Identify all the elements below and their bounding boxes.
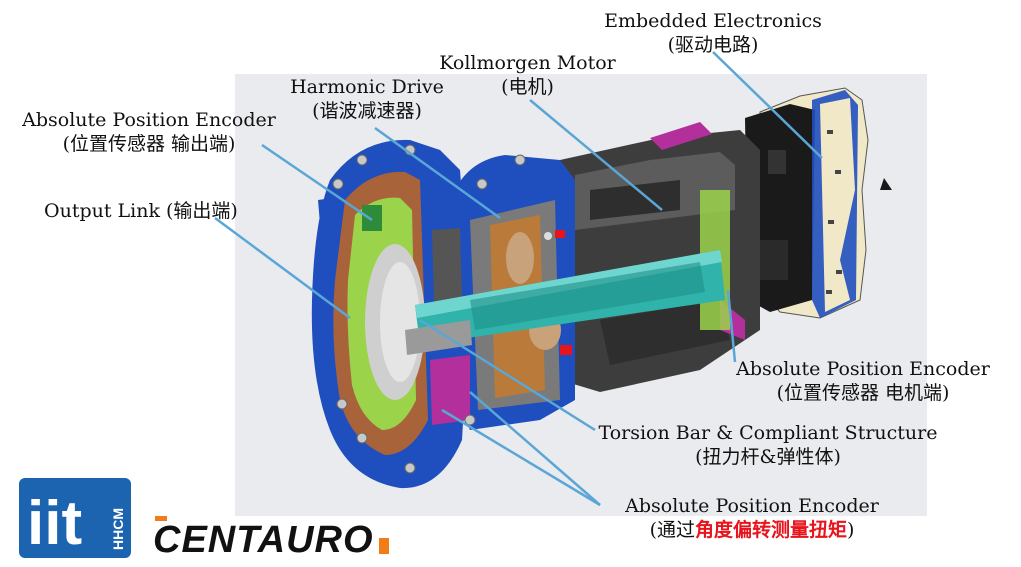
iit-logo: iit HHCM [19, 478, 131, 558]
label-cn: (电机) [501, 76, 554, 98]
motor-housing [560, 122, 760, 392]
iit-logo-sub: HHCM [110, 508, 126, 550]
label-cn-highlight: 角度偏转测量扭矩 [694, 519, 847, 541]
label-harmonic-drive: Harmonic Drive (谐波减速器) [282, 75, 452, 123]
label-torsion-bar: Torsion Bar & Compliant Structure (扭力杆&弹… [594, 421, 942, 469]
label-encoder-torque: Absolute Position Encoder (通过角度偏转测量扭矩) [610, 494, 894, 542]
label-en: Kollmorgen Motor [439, 52, 616, 74]
label-en: Absolute Position Encoder [22, 109, 276, 131]
label-cn: (驱动电路) [667, 34, 759, 56]
label-en: Embedded Electronics [604, 10, 822, 32]
label-en: Torsion Bar & Compliant Structure [598, 422, 938, 444]
label-cn: (通过角度偏转测量扭矩) [610, 518, 894, 542]
label-cn: (位置传感器 电机端) [776, 382, 950, 404]
embedded-electronics-boards [745, 87, 892, 319]
torsion-bar-shaft [405, 230, 725, 355]
label-en: Absolute Position Encoder [625, 495, 879, 517]
label-embedded-electronics: Embedded Electronics (驱动电路) [600, 9, 826, 57]
label-cn: (谐波减速器) [312, 100, 422, 122]
label-cn-open: (通过 [649, 519, 695, 541]
label-en: Harmonic Drive [290, 76, 444, 98]
leader-lines [214, 51, 823, 507]
label-cn: (扭力杆&弹性体) [695, 446, 841, 468]
label-encoder-output: Absolute Position Encoder (位置传感器 输出端) [15, 108, 283, 156]
label-output-link: Output Link (输出端) [44, 199, 238, 223]
iit-logo-text: iit [27, 489, 82, 558]
centauro-logo-text: CENTAURO [153, 519, 374, 560]
label-cn-close: ) [847, 519, 855, 541]
label-en: Absolute Position Encoder [736, 358, 990, 380]
label-encoder-motor: Absolute Position Encoder (位置传感器 电机端) [729, 357, 997, 405]
label-kollmorgen-motor: Kollmorgen Motor (电机) [430, 51, 625, 99]
label-en: Output Link (输出端) [44, 200, 238, 222]
centauro-logo: CENTAURO [153, 516, 389, 560]
label-cn: (位置传感器 输出端) [62, 133, 236, 155]
